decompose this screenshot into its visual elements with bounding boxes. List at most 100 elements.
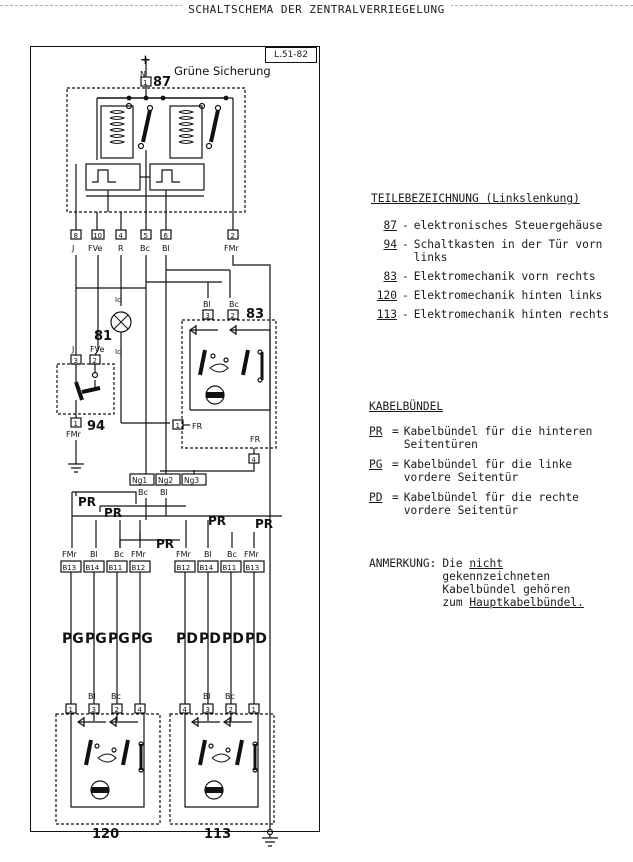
unit-label-83: 83: [246, 307, 264, 322]
legend-text: Kabelbündel für die hinteren Seitentüren: [403, 425, 593, 451]
svg-text:PR: PR: [104, 506, 122, 520]
svg-text:2: 2: [231, 232, 235, 240]
svg-text:B13: B13: [246, 564, 260, 572]
ecu-pins: 8 J 10 FVe 4 R 5 Bc 6 Bl 2 FMr: [70, 229, 240, 253]
legend-code: PD: [369, 491, 383, 504]
svg-text:2: 2: [93, 357, 97, 365]
legend-text: Kabelbündel für die rechte vordere Seite…: [403, 491, 579, 517]
svg-text:Ng1: Ng1: [132, 476, 147, 485]
ecu-pin: 5 Bc: [140, 229, 152, 253]
legend-text: Elektromechanik hinten links: [413, 289, 603, 302]
ecu-87: [66, 87, 246, 230]
cable-legend-heading: KABELBÜNDEL: [369, 400, 444, 413]
lock-motor-83: Bl Bc 3 2 83 1 FR FR 4: [160, 270, 277, 472]
right-bus-pins: FMr Bl Bc FMr B12 B14 B11 B13: [174, 550, 265, 573]
svg-text:2: 2: [115, 706, 119, 714]
svg-text:B12: B12: [132, 564, 146, 572]
legend-item: 113- Elektromechanik hinten rechts: [371, 308, 619, 321]
legend-code: PG: [369, 458, 383, 471]
svg-text:FMr: FMr: [131, 550, 147, 559]
ecu-pin: 4 R: [115, 229, 127, 253]
svg-text:PD: PD: [222, 631, 244, 647]
unit-label-94: 94: [87, 419, 105, 434]
svg-text:10: 10: [93, 232, 102, 240]
svg-text:Bc: Bc: [138, 488, 148, 497]
svg-text:FVe: FVe: [90, 345, 104, 354]
parts-legend: TEILEBEZEICHNUNG (Linkslenkung) 87- elek…: [371, 192, 619, 327]
unit-label-87: 87: [153, 75, 171, 90]
svg-text:FR: FR: [250, 435, 261, 444]
svg-text:Bc: Bc: [111, 692, 121, 701]
ecu-wires: [75, 255, 271, 830]
legend-code: 83: [383, 270, 397, 283]
svg-text:Ng3: Ng3: [184, 476, 199, 485]
svg-text:1: 1: [69, 706, 73, 714]
svg-text:FR: FR: [192, 422, 203, 431]
svg-text:FMr: FMr: [62, 550, 78, 559]
svg-text:PD: PD: [199, 631, 221, 647]
ecu-pin: 10 FVe: [88, 229, 105, 253]
lock-motor-113: Bl Bc 4 3 2 1 113: [169, 692, 275, 842]
unit-label-81: 81: [94, 329, 112, 344]
svg-text:PR: PR: [255, 517, 273, 531]
ecu-pin: 6 Bl: [160, 229, 172, 253]
svg-text:B11: B11: [223, 564, 237, 572]
svg-text:6: 6: [164, 232, 169, 240]
legend-text: Schaltkasten in der Tür vorn links: [413, 238, 603, 264]
fuse-label: Grüne Sicherung: [174, 64, 271, 78]
svg-text:3: 3: [206, 706, 210, 714]
legend-item: 120- Elektromechanik hinten links: [371, 289, 619, 302]
legend-code: 113: [376, 308, 397, 321]
unit-label-113: 113: [204, 827, 231, 842]
svg-text:4: 4: [183, 706, 188, 714]
svg-text:Bl: Bl: [162, 244, 170, 253]
svg-text:PD: PD: [245, 631, 267, 647]
svg-text:PG: PG: [131, 631, 153, 647]
svg-text:Bl: Bl: [203, 300, 211, 309]
svg-text:2: 2: [231, 312, 235, 320]
svg-text:Bl: Bl: [204, 550, 212, 559]
svg-text:PG: PG: [108, 631, 130, 647]
svg-text:B14: B14: [200, 564, 214, 572]
svg-text:Bc: Bc: [225, 692, 235, 701]
svg-text:Bl: Bl: [203, 692, 211, 701]
svg-text:PG: PG: [85, 631, 107, 647]
legend-text: elektronisches Steuergehäuse: [413, 219, 603, 232]
svg-text:4: 4: [119, 232, 124, 240]
svg-text:Ic: Ic: [115, 296, 121, 304]
svg-text:B11: B11: [109, 564, 123, 572]
diagram-frame: [30, 46, 320, 832]
rear-wires: [70, 572, 255, 704]
svg-text:Bc: Bc: [229, 300, 239, 309]
left-bus-pins: FMr Bl Bc FMr B13 B14 B11 B12: [60, 550, 151, 573]
note: ANMERKUNG: Die nicht gekennzeichneten Ka…: [369, 557, 592, 609]
harness-labels: PG PG PG PG PD PD PD PD: [62, 631, 267, 647]
lamp-81: Ic Ic 81: [94, 296, 132, 356]
svg-text:FMr: FMr: [224, 244, 240, 253]
svg-text:J: J: [71, 244, 74, 253]
svg-text:FMr: FMr: [66, 430, 82, 439]
legend-item: PG= Kabelbündel für die linke vordere Se…: [369, 458, 604, 484]
svg-text:2: 2: [229, 706, 233, 714]
svg-text:B14: B14: [86, 564, 100, 572]
svg-text:1: 1: [143, 79, 147, 87]
legend-code: 87: [383, 219, 397, 232]
svg-text:Bl: Bl: [160, 488, 168, 497]
svg-text:B13: B13: [63, 564, 77, 572]
svg-text:FMr: FMr: [176, 550, 192, 559]
svg-text:N: N: [140, 70, 146, 79]
legend-text: Elektromechanik hinten rechts: [413, 308, 610, 321]
svg-text:4: 4: [138, 706, 143, 714]
legend-code: PR: [369, 425, 383, 438]
svg-text:1: 1: [252, 706, 256, 714]
svg-text:PR: PR: [78, 495, 96, 509]
note-text: Die nicht gekennzeichneten Kabelbündel g…: [442, 557, 584, 609]
svg-text:J: J: [71, 345, 74, 354]
svg-text:Ic: Ic: [115, 348, 121, 356]
svg-text:Bl: Bl: [88, 692, 96, 701]
svg-text:Bc: Bc: [227, 550, 237, 559]
legend-item: PR= Kabelbündel für die hinteren Seitent…: [369, 425, 604, 451]
legend-item: PD= Kabelbündel für die rechte vordere S…: [369, 491, 604, 517]
connector-block: Ng1 Ng2 Ng3 Bc Bl: [129, 468, 207, 497]
